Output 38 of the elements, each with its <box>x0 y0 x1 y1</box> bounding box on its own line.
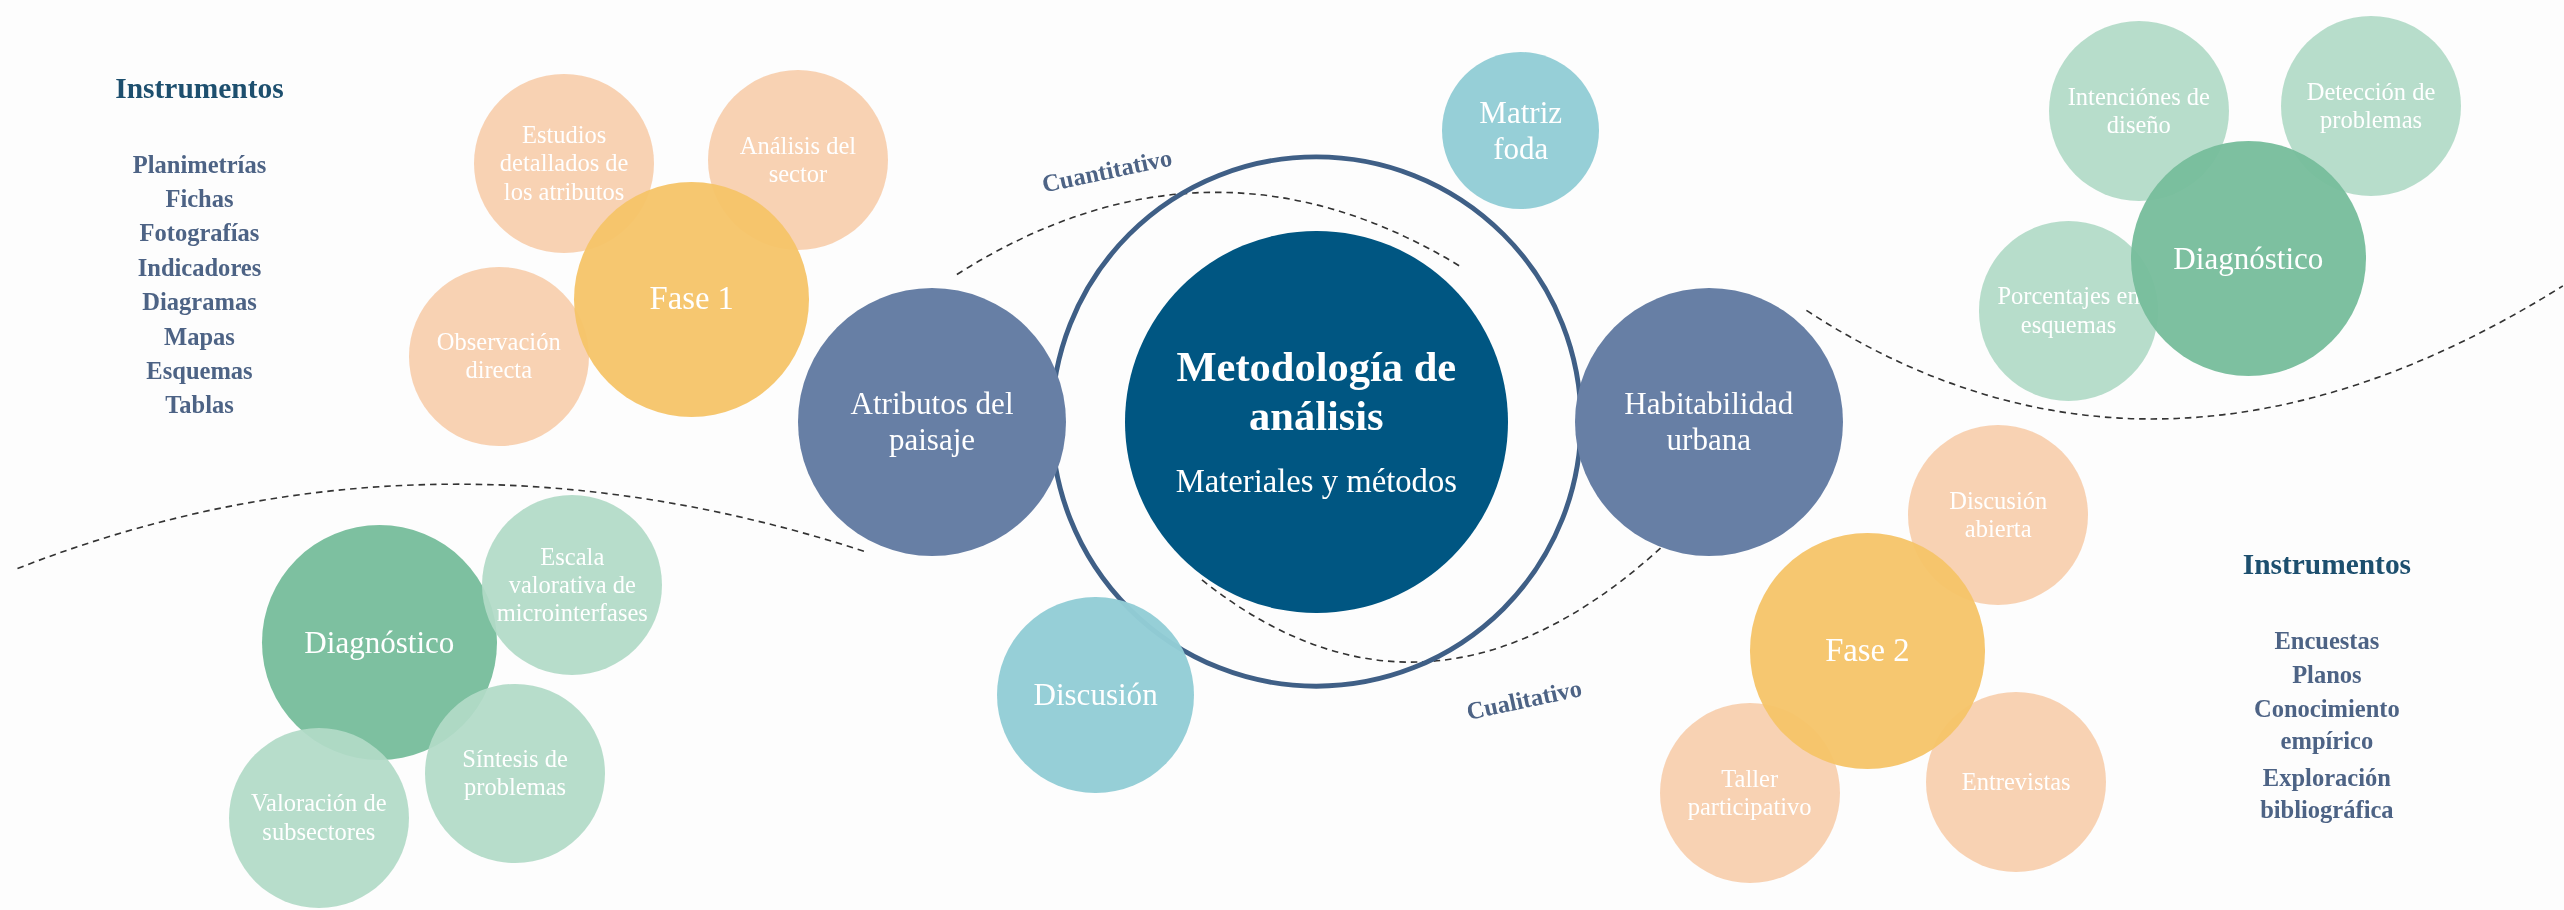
node-text: Valoración de subsectores <box>250 789 388 846</box>
node-text: Diagnóstico <box>2173 240 2324 277</box>
node-text: Atributos del paisaje <box>849 386 1015 458</box>
node-text: Porcentajes en esquemas <box>1996 282 2141 339</box>
node-text: Escala valorativa de microinterfases <box>495 543 649 628</box>
node-text: Síntesis de problemas <box>461 745 569 802</box>
list-item: Planimetrías <box>132 149 267 180</box>
node-text: Estudios detallados de los atributos <box>498 121 630 206</box>
node-text: Diagnóstico <box>304 624 455 661</box>
list-item: Planos <box>2292 660 2362 690</box>
list-item: Diagramas <box>142 287 257 318</box>
list-item: Tablas <box>165 390 234 421</box>
node-text: Discusión abierta <box>1948 486 2049 544</box>
list-item: Fichas <box>165 184 234 215</box>
node-text: Observación directa <box>435 328 562 385</box>
arc-label: Cualitativo <box>1463 672 1585 727</box>
node-text: Fase 1 <box>649 280 734 319</box>
arc-label: Cuantitativo <box>1039 142 1175 200</box>
node-text: Fase 2 <box>1825 632 1910 670</box>
node-text: Detección de problemas <box>2305 78 2437 135</box>
node-text: Intenciónes de diseño <box>2066 82 2211 140</box>
list-item: Exploración bibliográfica <box>2259 763 2395 825</box>
list-item: Esquemas <box>146 355 253 386</box>
node-text: Matriz foda <box>1478 95 1564 167</box>
node-text: Habitabilidad urbana <box>1623 386 1795 458</box>
node-text: Análisis del sector <box>738 132 858 189</box>
list-item: Fotografías <box>139 218 260 249</box>
list-item: Indicadores <box>137 252 262 283</box>
section-heading: Instrumentos <box>2242 546 2412 582</box>
list-item: Mapas <box>164 321 235 352</box>
node-text: Discusión <box>1033 677 1158 713</box>
node-text: Taller participativo <box>1686 764 1813 822</box>
section-heading: Instrumentos <box>115 70 284 106</box>
node-text: Entrevistas <box>1961 767 2071 796</box>
node-text: Materiales y métodos <box>1175 463 1458 501</box>
list-item: Encuestas <box>2274 625 2380 656</box>
list-item: Conocimiento empírico <box>2253 694 2401 757</box>
node-title: Metodología de análisis <box>1175 342 1458 441</box>
